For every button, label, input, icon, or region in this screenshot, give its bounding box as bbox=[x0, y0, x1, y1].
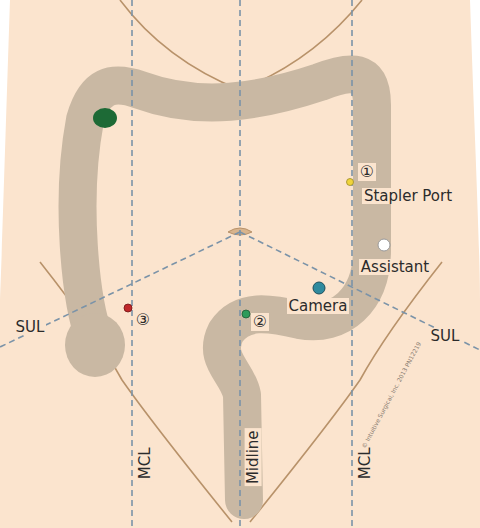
line-label: SUL bbox=[429, 328, 462, 345]
cecum bbox=[65, 313, 125, 377]
port-label: Assistant bbox=[359, 259, 431, 276]
assistant-port bbox=[378, 239, 390, 251]
colon bbox=[78, 74, 372, 500]
line-label: SUL bbox=[14, 319, 47, 336]
line-label: MCL bbox=[137, 445, 154, 481]
line-label: MCL bbox=[357, 445, 374, 481]
callout-number: ③ bbox=[134, 311, 152, 329]
stapler-port bbox=[347, 179, 354, 186]
target-marker bbox=[93, 108, 117, 128]
arm-port-2 bbox=[242, 310, 250, 318]
callout-number: ② bbox=[251, 313, 269, 331]
port-label: Stapler Port bbox=[362, 188, 454, 205]
line-label: Midline bbox=[245, 428, 262, 486]
port-label: Camera bbox=[287, 298, 350, 315]
arm-port-3 bbox=[124, 304, 132, 312]
camera-port bbox=[313, 282, 325, 294]
callout-number: ① bbox=[358, 163, 376, 181]
